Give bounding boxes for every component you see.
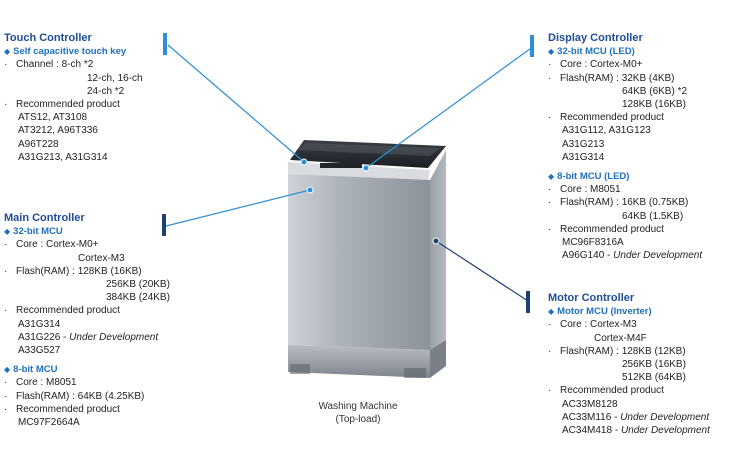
touch-accent-bar — [163, 33, 167, 55]
touch-product-4: A31G213, A31G314 — [18, 151, 108, 163]
touch-title: Touch Controller — [4, 32, 92, 44]
main-8bit-flash: Flash(RAM) : 64KB (4.25KB) — [16, 390, 145, 402]
bullet-dot-icon: · — [548, 112, 552, 124]
motor-flash-3: 512KB (64KB) — [622, 372, 686, 384]
bullet-dot-icon: · — [4, 265, 8, 277]
diamond-bullet-icon: ◆ — [548, 47, 555, 57]
motor-core-2: Cortex-M4F — [594, 332, 647, 344]
motor-subtitle: ◆Motor MCU (Inverter) — [548, 306, 652, 318]
touch-product-3: A96T228 — [18, 138, 59, 150]
display-product-3: A31G314 — [562, 151, 605, 163]
main-8bit-subtitle: ◆8-bit MCU — [4, 364, 58, 376]
bullet-dot-icon: · — [4, 305, 8, 317]
bullet-dot-icon: · — [548, 72, 552, 84]
main-connector — [165, 189, 311, 227]
bullet-dot-icon: · — [548, 197, 552, 209]
bullet-dot-icon: · — [548, 319, 552, 331]
main-title: Main Controller — [4, 212, 85, 224]
motor-connector — [435, 240, 529, 302]
main-product-2: A31G226 - Under Development — [18, 331, 159, 343]
display-flash-3: 128KB (16KB) — [622, 99, 686, 111]
diamond-bullet-icon: ◆ — [4, 227, 11, 237]
display-32bit-subtitle: ◆32-bit MCU (LED) — [548, 46, 635, 58]
display-8bit-core: Core : M8051 — [560, 184, 621, 196]
touch-connector — [167, 44, 305, 163]
touch-subtitle: ◆Self capacitive touch key — [4, 46, 127, 58]
side-panel — [430, 150, 446, 350]
diamond-bullet-icon: ◆ — [548, 172, 555, 182]
display-title: Display Controller — [548, 32, 643, 44]
bullet-dot-icon: · — [548, 184, 552, 196]
touch-endpoint-dot — [300, 158, 308, 166]
bullet-dot-icon: · — [548, 385, 552, 397]
touch-recommended: Recommended product — [16, 99, 120, 111]
caption-line-2: (Top-load) — [335, 414, 381, 425]
motor-controller-panel: Motor Controller ◆Motor MCU (Inverter) ·… — [548, 292, 710, 437]
main-flash-2: 256KB (20KB) — [106, 279, 170, 291]
machine-caption: Washing Machine (Top-load) — [300, 400, 416, 426]
display-8bit-product-1: MC96F8316A — [562, 237, 624, 249]
main-core-2: Cortex-M3 — [78, 252, 125, 264]
display-window — [320, 163, 362, 168]
connector-lines — [165, 44, 535, 302]
display-accent-bar — [530, 35, 534, 57]
bullet-dot-icon: · — [4, 377, 8, 389]
bullet-dot-icon: · — [4, 403, 8, 415]
display-connector — [365, 45, 535, 169]
motor-endpoint-dot — [432, 237, 440, 245]
bullet-dot-icon: · — [548, 223, 552, 235]
motor-flash-2: 256KB (16KB) — [622, 359, 686, 371]
display-controller-panel: Display Controller ◆32-bit MCU (LED) · Co… — [548, 32, 703, 262]
main-8bit-core: Core : M8051 — [16, 377, 77, 389]
touch-channel-2: 12-ch, 16-ch — [87, 72, 143, 84]
motor-product-1: AC33M8128 — [562, 398, 618, 410]
touch-channel-3: 24-ch *2 — [87, 85, 125, 97]
bullet-dot-icon: · — [4, 59, 8, 71]
base — [288, 345, 430, 378]
caption-line-1: Washing Machine — [318, 401, 398, 412]
bullet-dot-icon: · — [548, 345, 552, 357]
diamond-bullet-icon: ◆ — [4, 365, 11, 375]
touch-product-2: AT3212, A96T336 — [18, 125, 98, 137]
touch-product-1: ATS12, AT3108 — [18, 112, 88, 124]
display-flash-2: 64KB (6KB) *2 — [622, 85, 688, 97]
bullet-dot-icon: · — [4, 99, 8, 111]
motor-accent-bar — [526, 291, 530, 313]
motor-title: Motor Controller — [548, 292, 635, 304]
main-32bit-subtitle: ◆32-bit MCU — [4, 226, 63, 238]
bullet-dot-icon: · — [4, 239, 8, 251]
main-controller-panel: Main Controller ◆32-bit MCU ·Core : Cort… — [4, 212, 170, 429]
display-product-2: A31G213 — [562, 138, 605, 150]
diamond-bullet-icon: ◆ — [4, 47, 11, 57]
motor-product-3: AC34M418 - Under Development — [562, 425, 710, 437]
front-panel — [288, 174, 430, 350]
main-accent-bar — [162, 214, 166, 236]
motor-product-2: AC33M116 - Under Development — [562, 411, 710, 423]
display-8bit-flash-2: 64KB (1.5KB) — [622, 210, 684, 222]
display-8bit-product-2: A96G140 - Under Development — [562, 250, 703, 262]
diamond-bullet-icon: ◆ — [548, 307, 555, 317]
display-product-1: A31G112, A31G123 — [562, 125, 651, 137]
main-endpoint-dot — [306, 186, 314, 194]
display-core: Core : Cortex-M0+ — [560, 59, 643, 71]
display-8bit-subtitle: ◆8-bit MCU (LED) — [548, 171, 630, 183]
main-flash-3: 384KB (24KB) — [106, 292, 170, 304]
main-product-3: A33G527 — [18, 345, 61, 357]
bullet-dot-icon: · — [4, 390, 8, 402]
main-8bit-product-1: MC97F2664A — [18, 417, 80, 429]
main-product-1: A31G314 — [18, 318, 61, 330]
bullet-dot-icon: · — [548, 59, 552, 71]
washing-machine — [288, 140, 446, 378]
display-endpoint-dot — [362, 164, 370, 172]
touch-controller-panel: Touch Controller ◆Self capacitive touch … — [4, 32, 143, 163]
